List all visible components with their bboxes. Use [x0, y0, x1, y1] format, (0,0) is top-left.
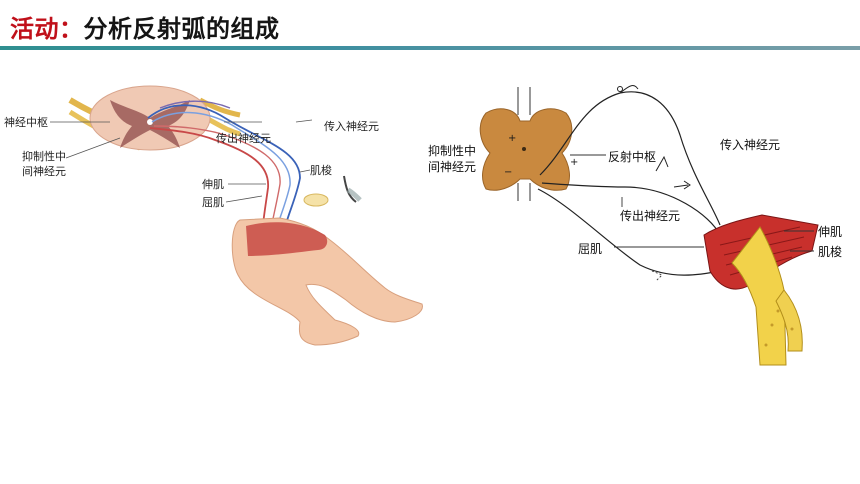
left-label-afferent: 传入神经元	[324, 119, 379, 133]
left-label-interneuron-line1: 抑制性中	[22, 149, 66, 163]
right-label-spindle: 肌梭	[818, 244, 842, 259]
left-label-flexor: 屈肌	[202, 196, 224, 209]
left-label-interneuron-line2: 间神经元	[22, 164, 66, 178]
slide-header: 活动：分析反射弧的组成	[0, 0, 860, 58]
right-label-afferent: 传入神经元	[720, 137, 780, 152]
nerve-fibers	[147, 100, 301, 249]
seated-leg-figure	[231, 175, 423, 346]
title-underline	[0, 46, 860, 50]
neural-pathways	[537, 85, 721, 282]
spinal-cord-section	[89, 85, 211, 151]
left-label-efferent: 传出神经元	[216, 131, 271, 145]
slide-title: 活动：分析反射弧的组成	[10, 12, 280, 46]
svg-text:+: +	[570, 157, 578, 168]
right-label-flexor: 屈肌	[578, 242, 602, 256]
left-leader-lines	[50, 119, 313, 203]
left-label-center: 神经中枢	[4, 115, 48, 129]
title-activity: 活动：	[10, 15, 84, 43]
svg-text:+: +	[508, 133, 516, 144]
left-label-spindle: 肌梭	[310, 163, 332, 177]
left-illustration-svg: 神经中枢 抑制性中 间神经元 传出神经元 传入神经元 伸肌 肌梭 屈肌	[4, 85, 423, 346]
right-label-reflex-center: 反射中枢	[608, 149, 656, 164]
right-leader-lines	[570, 154, 814, 252]
right-label-efferent: 传出神经元	[620, 208, 680, 223]
left-label-extensor: 伸肌	[202, 178, 224, 191]
right-diagram-svg: + − +	[428, 85, 842, 366]
right-label-interneuron-line1: 抑制性中	[428, 143, 476, 158]
right-reflex-diagram: + − +	[420, 75, 860, 375]
right-label-interneuron-line2: 间神经元	[428, 160, 476, 174]
spinal-cord-diagram: + − +	[479, 87, 578, 201]
limb-muscles-bone	[703, 214, 819, 366]
right-label-extensor: 伸肌	[818, 225, 842, 239]
left-reflex-illustration: 神经中枢 抑制性中 间神经元 传出神经元 传入神经元 伸肌 肌梭 屈肌	[0, 60, 430, 360]
title-topic: 分析反射弧的组成	[83, 15, 280, 43]
svg-text:−: −	[504, 167, 512, 178]
